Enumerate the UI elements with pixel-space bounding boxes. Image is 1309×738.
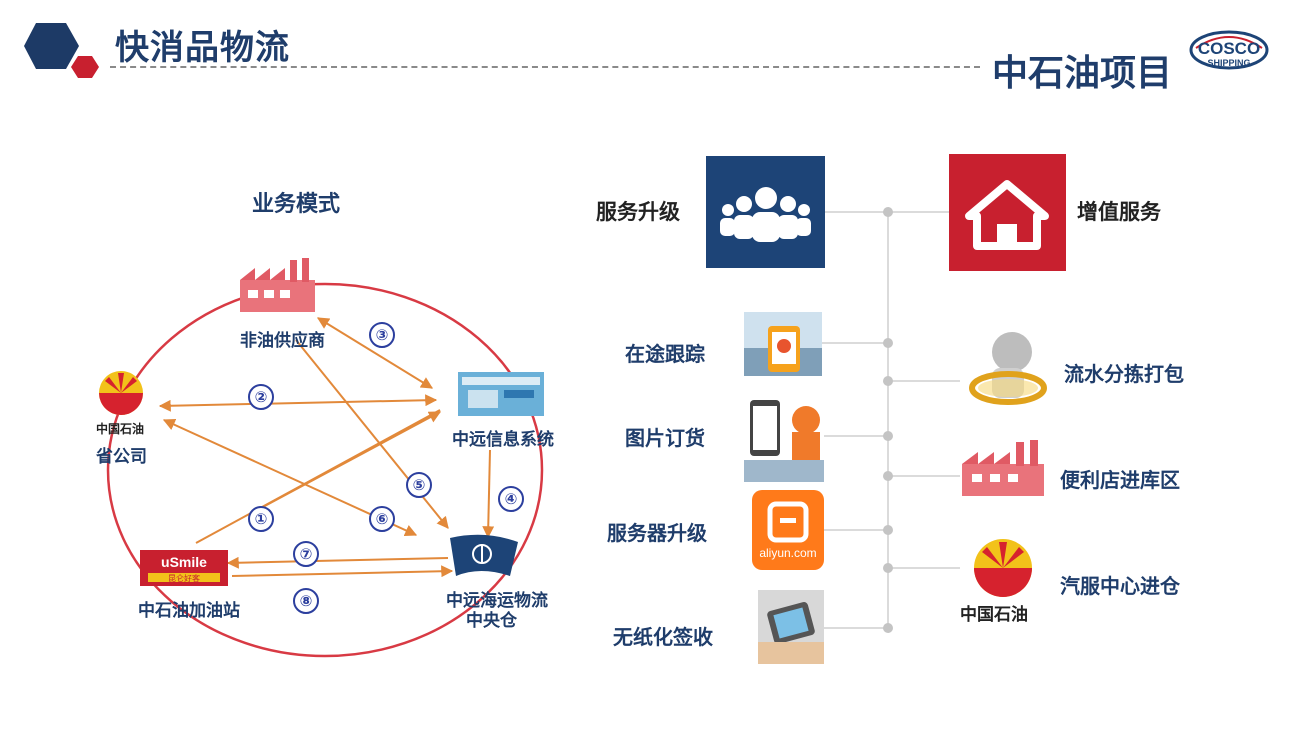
service-upgrade-label: 服务升级 bbox=[596, 200, 680, 224]
connector-lines bbox=[820, 207, 960, 633]
province-label: 省公司 bbox=[96, 447, 147, 467]
logo-line2: SHIPPING bbox=[1207, 58, 1250, 68]
arrow-3 bbox=[316, 317, 434, 389]
step-5: ⑤ bbox=[406, 472, 432, 498]
arrow-4 bbox=[482, 449, 495, 539]
province-logo-text: 中国石油 bbox=[96, 422, 145, 436]
business-model-heading: 业务模式 bbox=[252, 192, 341, 217]
project-title: 中石油项目 bbox=[992, 53, 1173, 94]
phone-map-icon bbox=[744, 312, 822, 376]
usmile-sub: 昆仑好客 bbox=[168, 573, 200, 583]
people-icon bbox=[720, 187, 811, 242]
item-store-warehouse: 便利店进库区 bbox=[1060, 468, 1180, 492]
cnpc-petal-icon bbox=[99, 371, 143, 415]
supplier-label: 非油供应商 bbox=[240, 331, 325, 351]
robot-magnifier-icon bbox=[969, 332, 1047, 405]
step-1: ① bbox=[248, 506, 274, 532]
cnpc-label: 中国石油 bbox=[960, 605, 1028, 625]
arrow-7 bbox=[226, 556, 449, 569]
cnpc-petal-icon-2 bbox=[974, 539, 1032, 597]
monitor-icon bbox=[458, 372, 544, 416]
cycle-circle bbox=[106, 282, 544, 658]
hexagon-logo-icon bbox=[24, 23, 99, 78]
info-system-label: 中远信息系统 bbox=[452, 430, 554, 450]
item-photo-order: 图片订货 bbox=[625, 426, 705, 450]
flow-diagram: uSmile 昆仑好客 bbox=[99, 258, 544, 658]
house-icon-tile bbox=[949, 154, 1066, 271]
warehouse-label-1: 中远海运物流 bbox=[446, 591, 548, 611]
flag-icon bbox=[450, 534, 518, 576]
item-auto-service: 汽服中心进仓 bbox=[1060, 574, 1180, 598]
phone-order-icon bbox=[744, 390, 824, 482]
aliyun-icon: aliyun.com bbox=[752, 490, 824, 570]
value-added-label: 增值服务 bbox=[1077, 200, 1161, 224]
arrow-8 bbox=[231, 565, 454, 578]
station-label: 中石油加油站 bbox=[138, 601, 240, 621]
arrow-2 bbox=[158, 394, 438, 412]
warehouse-label-2: 中央仓 bbox=[466, 611, 517, 631]
house-icon bbox=[965, 180, 1049, 250]
logo-line1: COSCO bbox=[1198, 39, 1260, 58]
arrow-5 bbox=[295, 339, 449, 529]
step-8: ⑧ bbox=[293, 588, 319, 614]
step-4: ④ bbox=[498, 486, 524, 512]
people-icon-tile bbox=[706, 156, 825, 268]
item-tracking: 在途跟踪 bbox=[625, 342, 705, 366]
usmile-logo-icon: uSmile 昆仑好客 bbox=[140, 550, 228, 586]
step-7: ⑦ bbox=[293, 541, 319, 567]
arrow-1b bbox=[247, 411, 442, 516]
step-3: ③ bbox=[369, 322, 395, 348]
step-2: ② bbox=[248, 384, 274, 410]
aliyun-label: aliyun.com bbox=[759, 546, 817, 560]
title-divider bbox=[110, 66, 980, 68]
step-6: ⑥ bbox=[369, 506, 395, 532]
page-title: 快消品物流 bbox=[115, 28, 290, 68]
item-server-upgrade: 服务器升级 bbox=[607, 521, 707, 545]
item-sorting: 流水分拣打包 bbox=[1064, 362, 1184, 386]
tablet-sign-icon bbox=[758, 590, 824, 664]
usmile-text: uSmile bbox=[161, 554, 207, 570]
factory-icon bbox=[240, 258, 315, 312]
item-paperless: 无纸化签收 bbox=[613, 625, 713, 649]
cosco-logo-icon: COSCO SHIPPING bbox=[1189, 30, 1269, 70]
factory-icon-2 bbox=[962, 440, 1044, 496]
